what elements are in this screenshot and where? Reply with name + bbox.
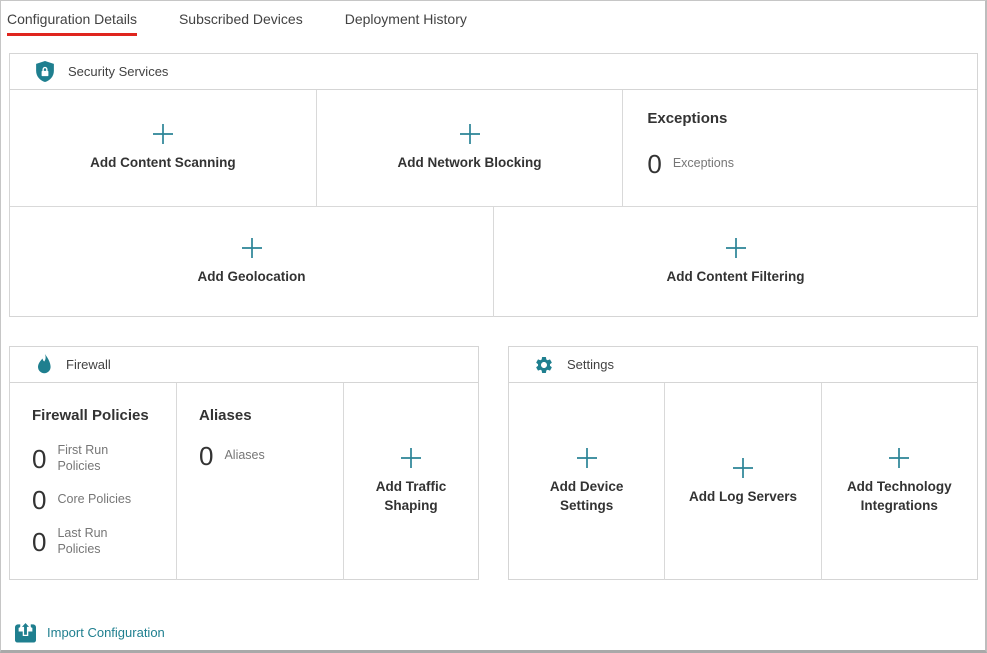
first-run-policies-stat: 0 First Run Policies xyxy=(32,443,166,474)
exceptions-title: Exceptions xyxy=(647,110,728,127)
plus-icon xyxy=(459,123,481,145)
firewall-panel: Firewall Firewall Policies 0 First Run P… xyxy=(9,346,479,580)
settings-panel: Settings Add Device Settings Add Log Ser… xyxy=(508,346,978,580)
add-content-filtering-label: Add Content Filtering xyxy=(666,269,805,285)
add-device-settings-tile[interactable]: Add Device Settings xyxy=(509,383,664,580)
add-content-scanning-tile[interactable]: Add Content Scanning xyxy=(10,90,316,206)
add-network-blocking-tile[interactable]: Add Network Blocking xyxy=(315,90,623,206)
firewall-policies-title: Firewall Policies xyxy=(32,407,149,424)
add-traffic-shaping-tile[interactable]: Add Traffic Shaping xyxy=(343,383,478,580)
plus-icon xyxy=(241,237,263,259)
add-technology-integrations-tile[interactable]: Add Technology Integrations xyxy=(820,383,977,580)
settings-grid: Add Device Settings Add Log Servers Add … xyxy=(509,383,977,580)
last-run-policies-label: Last Run Policies xyxy=(57,526,108,556)
plus-icon xyxy=(400,447,422,469)
security-services-header: Security Services xyxy=(10,54,977,90)
firewall-policies-stats: 0 First Run Policies 0 Core Policies 0 L… xyxy=(32,443,166,558)
core-policies-label: Core Policies xyxy=(57,492,132,507)
security-services-row-2: Add Geolocation Add Content Filtering xyxy=(10,207,977,317)
aliases-tile[interactable]: Aliases 0 Aliases xyxy=(176,383,343,580)
security-services-panel: Security Services Add Content Scanning A… xyxy=(9,53,978,317)
plus-icon xyxy=(732,457,754,479)
tab-configuration-details[interactable]: Configuration Details xyxy=(7,11,137,36)
import-icon xyxy=(14,622,37,643)
security-services-title: Security Services xyxy=(68,64,169,79)
last-run-policies-stat: 0 Last Run Policies xyxy=(32,526,166,557)
aliases-stat: 0 Aliases xyxy=(199,443,333,469)
add-traffic-shaping-label: Add Traffic Shaping xyxy=(375,479,447,513)
aliases-count-label: Aliases xyxy=(224,448,265,463)
exceptions-tile[interactable]: Exceptions 0 Exceptions xyxy=(622,90,977,206)
plus-icon xyxy=(152,123,174,145)
add-log-servers-tile[interactable]: Add Log Servers xyxy=(664,383,820,580)
tab-deployment-history[interactable]: Deployment History xyxy=(344,11,467,27)
settings-title: Settings xyxy=(567,357,614,372)
exceptions-count-label: Exceptions xyxy=(672,156,734,171)
first-run-policies-count: 0 xyxy=(32,443,47,474)
exceptions-stat: 0 Exceptions xyxy=(647,151,953,177)
gear-icon xyxy=(534,355,554,375)
add-geolocation-label: Add Geolocation xyxy=(197,269,306,285)
settings-header: Settings xyxy=(509,347,977,383)
security-services-row-1: Add Content Scanning Add Network Blockin… xyxy=(10,90,977,207)
flame-icon xyxy=(35,354,53,375)
aliases-title: Aliases xyxy=(199,407,252,424)
aliases-count: 0 xyxy=(199,441,214,471)
add-log-servers-label: Add Log Servers xyxy=(688,488,797,504)
shield-lock-icon xyxy=(35,61,55,82)
last-run-policies-count: 0 xyxy=(32,526,47,557)
add-content-scanning-label: Add Content Scanning xyxy=(90,155,236,171)
firewall-title: Firewall xyxy=(66,357,111,372)
firewall-policies-tile[interactable]: Firewall Policies 0 First Run Policies 0… xyxy=(10,383,176,580)
add-technology-integrations-label: Add Technology Integrations xyxy=(846,479,952,513)
tab-subscribed-devices[interactable]: Subscribed Devices xyxy=(178,11,303,27)
plus-icon xyxy=(576,447,598,469)
add-network-blocking-label: Add Network Blocking xyxy=(397,155,542,171)
first-run-policies-label: First Run Policies xyxy=(57,443,109,473)
plus-icon xyxy=(725,237,747,259)
exceptions-count: 0 xyxy=(647,149,662,179)
firewall-grid: Firewall Policies 0 First Run Policies 0… xyxy=(10,383,478,580)
tab-bar: Configuration Details Subscribed Devices… xyxy=(1,1,985,36)
firewall-header: Firewall xyxy=(10,347,478,383)
plus-icon xyxy=(888,447,910,469)
import-configuration-link[interactable]: Import Configuration xyxy=(14,622,165,643)
core-policies-stat: 0 Core Policies xyxy=(32,487,166,513)
add-content-filtering-tile[interactable]: Add Content Filtering xyxy=(493,207,977,317)
add-geolocation-tile[interactable]: Add Geolocation xyxy=(10,207,493,317)
import-configuration-label: Import Configuration xyxy=(47,625,165,640)
core-policies-count: 0 xyxy=(32,485,47,516)
add-device-settings-label: Add Device Settings xyxy=(549,479,624,513)
